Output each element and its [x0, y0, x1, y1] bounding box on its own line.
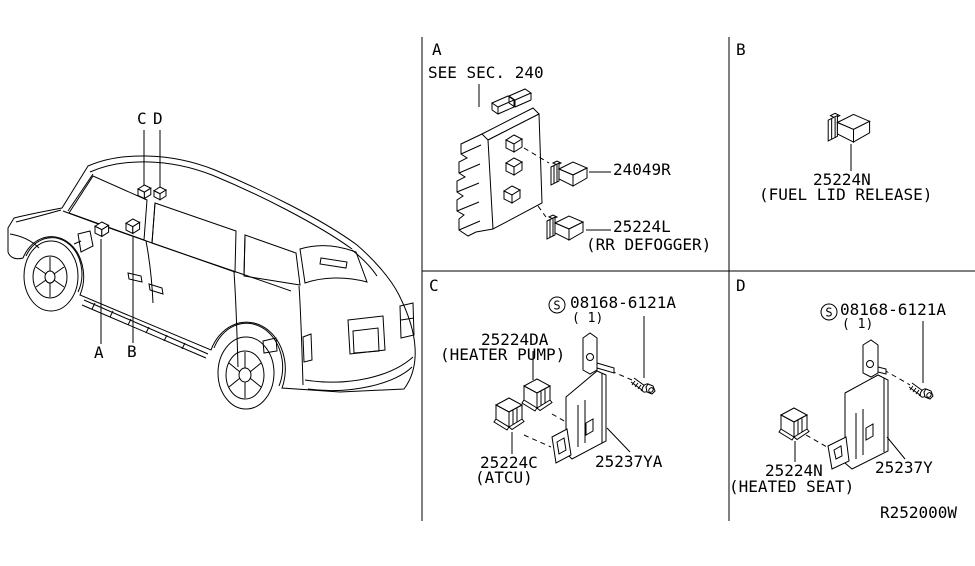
- part-name-rr-defogger: (RR DEFOGGER): [586, 235, 712, 254]
- panel-dividers: [422, 37, 975, 521]
- screw-d: [908, 382, 934, 400]
- part-number-24049r: 24049R: [613, 160, 671, 179]
- relay-25224c: [493, 397, 525, 431]
- screw-symbol-d: S: [825, 306, 832, 320]
- location-cube-a: [94, 221, 110, 237]
- part-number-25224n-d: 25224N: [765, 461, 823, 480]
- part-number-25237y: 25237Y: [875, 458, 933, 477]
- part-number-25224l: 25224L: [613, 217, 671, 236]
- section-d-art: S: [778, 304, 934, 469]
- section-a-letter: A: [432, 40, 442, 59]
- screw-qty-c: ( 1): [572, 311, 604, 326]
- part-number-25224n-b: 25224N: [813, 170, 871, 189]
- part-number-25224da: 25224DA: [481, 330, 549, 349]
- part-name-fuel-lid-release: (FUEL LID RELEASE): [759, 185, 933, 204]
- car-illustration: [8, 130, 415, 409]
- car-callout-c: C: [137, 109, 147, 128]
- bracket-25237ya: [552, 333, 614, 463]
- relay-location-markers: [94, 130, 167, 344]
- section-a-art: [457, 84, 611, 241]
- rear-wheel: [218, 337, 274, 409]
- location-cube-d: [153, 186, 167, 201]
- fuse-block: [457, 89, 542, 236]
- section-b-letter: B: [736, 40, 746, 59]
- section-b-art: [827, 112, 871, 171]
- part-name-heater-pump: (HEATER PUMP): [440, 345, 566, 364]
- relay-25224l: [546, 214, 584, 241]
- part-name-heated-seat: (HEATED SEAT): [729, 477, 855, 496]
- screw-c: [630, 377, 656, 395]
- relay-25224n-heated-seat: [778, 407, 810, 441]
- part-name-atcu: (ATCU): [475, 468, 533, 487]
- section-a-see-note: SEE SEC. 240: [428, 63, 544, 82]
- part-number-25224c: 25224C: [480, 453, 538, 472]
- screw-symbol-c: S: [553, 299, 560, 313]
- location-cube-c: [137, 184, 152, 200]
- car-callout-b: B: [127, 342, 137, 361]
- screw-qty-d: ( 1): [842, 317, 874, 332]
- section-c-letter: C: [429, 276, 439, 295]
- location-cube-b: [125, 218, 141, 234]
- car-callout-a: A: [94, 343, 104, 362]
- diagram-ref-code: R252000W: [880, 503, 958, 522]
- section-c-art: S: [493, 297, 656, 463]
- relay-25224da: [521, 378, 553, 412]
- screw-number-d: 08168-6121A: [840, 300, 946, 319]
- car-callout-d: D: [153, 109, 163, 128]
- screw-symbol-circle-c: [549, 297, 565, 313]
- screw-symbol-circle-d: [821, 304, 837, 320]
- section-d-letter: D: [736, 276, 746, 295]
- relay-24049r: [550, 160, 588, 187]
- screw-number-c: 08168-6121A: [570, 293, 676, 312]
- part-number-25237ya: 25237YA: [595, 452, 663, 471]
- relay-25224n-fuel-lid: [827, 112, 871, 143]
- front-wheel: [24, 241, 78, 311]
- bracket-25237y: [828, 340, 888, 469]
